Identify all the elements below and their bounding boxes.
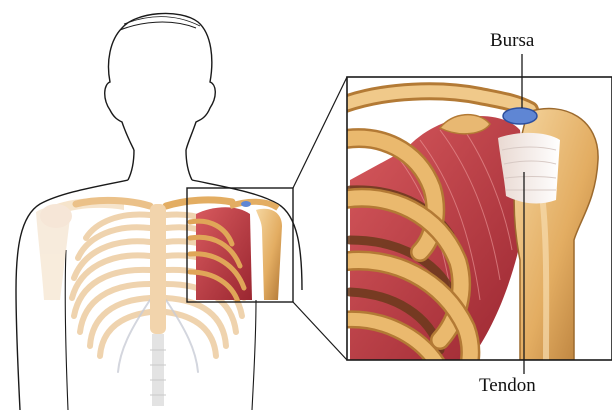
- tendon-label: Tendon: [479, 375, 536, 397]
- sternum: [150, 204, 166, 406]
- head-outline: [105, 13, 216, 150]
- shoulder-detail-small: [190, 201, 282, 302]
- bursa-label: Bursa: [490, 30, 534, 52]
- callout-connectors: [293, 77, 347, 360]
- tendon: [498, 133, 560, 204]
- neck-outline: [128, 150, 192, 180]
- shoulder-detail-zoomed: [340, 77, 612, 385]
- bursa: [503, 108, 537, 124]
